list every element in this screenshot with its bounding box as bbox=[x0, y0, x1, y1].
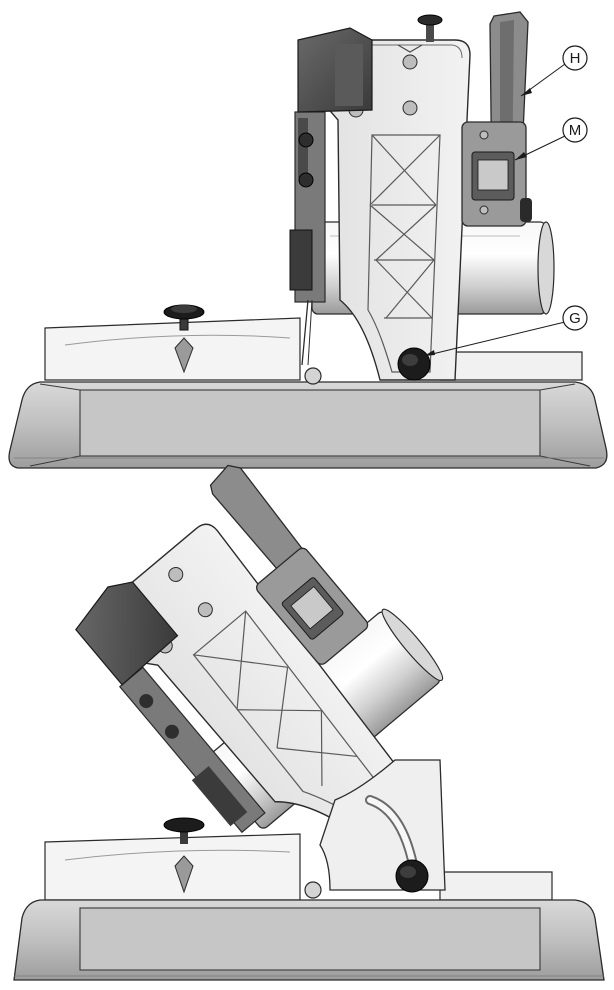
saw-base bbox=[8, 381, 608, 469]
work-table-bevel bbox=[44, 833, 553, 901]
bevel-view bbox=[13, 464, 605, 981]
table-lock-knob-bevel bbox=[163, 817, 205, 894]
guard-cover bbox=[297, 27, 373, 113]
callout-label-h: H bbox=[570, 50, 581, 67]
callout-label-g: G bbox=[569, 310, 581, 327]
upright-view: H M G bbox=[8, 11, 608, 469]
bevel-lock-knob-bevel bbox=[395, 859, 429, 893]
tilted-head bbox=[75, 464, 444, 834]
switch-box-m bbox=[461, 121, 532, 227]
saw-arm bbox=[304, 39, 471, 385]
callout-m: M bbox=[514, 117, 588, 161]
bevel-lock-knob-g bbox=[397, 347, 431, 381]
arm-top-knob bbox=[417, 14, 443, 42]
callout-g: G bbox=[423, 305, 588, 357]
saw-base-bevel bbox=[13, 899, 605, 981]
callout-label-m: M bbox=[569, 122, 582, 139]
bevel-bracket bbox=[304, 759, 446, 899]
table-lock-knob bbox=[163, 304, 205, 374]
callout-h: H bbox=[520, 45, 588, 97]
